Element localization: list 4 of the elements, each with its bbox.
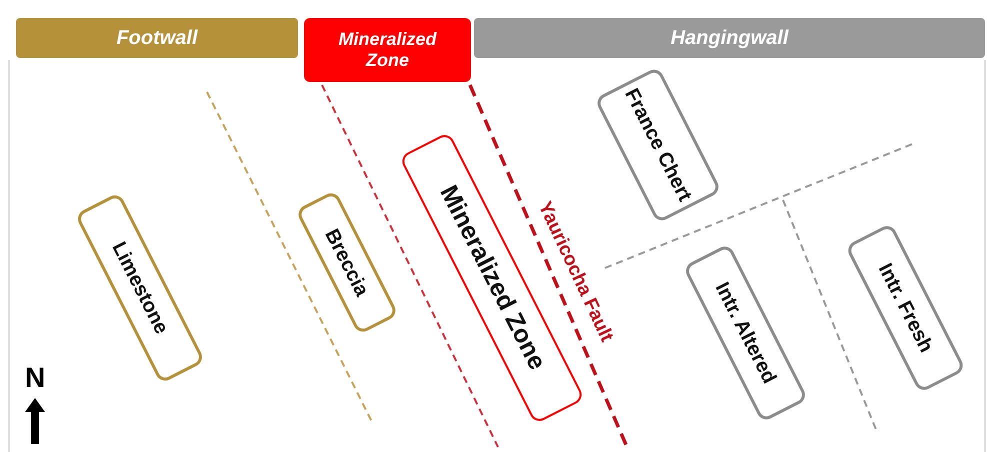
zone-header-band: Hangingwall (474, 18, 985, 58)
zone-header-band: Mineralized Zone (304, 18, 471, 82)
zone-header-band: Footwall (16, 18, 298, 58)
north-label: N (25, 362, 46, 394)
